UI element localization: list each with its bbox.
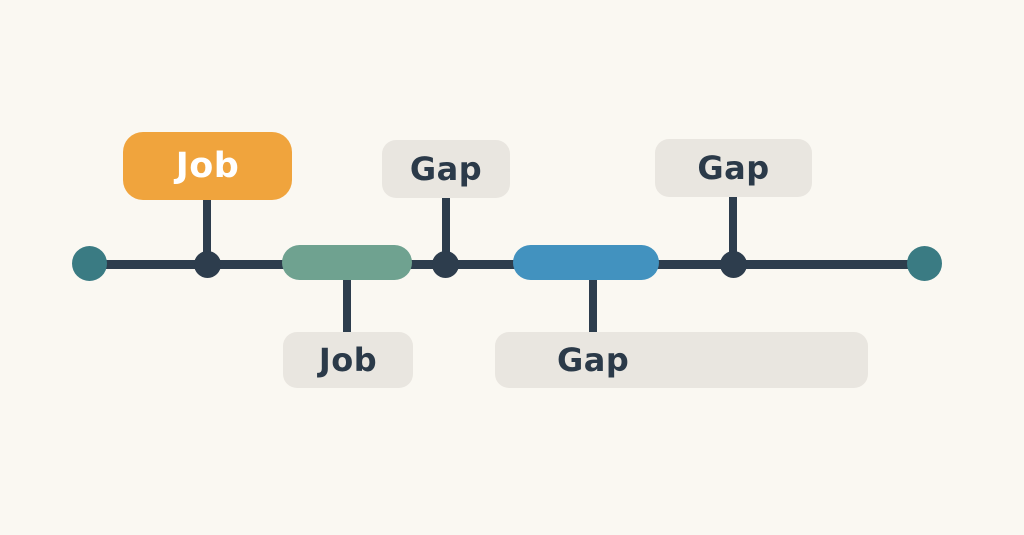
gap-segment-pill	[513, 245, 659, 280]
connector-gap-right	[729, 191, 737, 264]
job-label-top: Job	[123, 132, 292, 200]
connector-job-top	[203, 190, 211, 264]
junction-dot-2	[432, 251, 459, 278]
connector-gap-mid	[442, 192, 450, 264]
gap-label-top-right: Gap	[655, 139, 812, 197]
junction-dot-1	[194, 251, 221, 278]
connector-gap-wide	[589, 273, 597, 336]
gap-label-bottom-wide: Gap	[495, 332, 868, 388]
job-segment-pill	[282, 245, 412, 280]
timeline-start-endpoint-icon	[72, 246, 107, 281]
connector-job-bottom	[343, 272, 351, 336]
job-label-bottom: Job	[283, 332, 413, 388]
gap-label-top-right-text: Gap	[697, 149, 770, 187]
junction-dot-3	[720, 251, 747, 278]
timeline-line	[90, 260, 925, 269]
job-label-bottom-text: Job	[318, 341, 378, 379]
gap-label-top-mid: Gap	[382, 140, 510, 198]
gap-label-top-mid-text: Gap	[409, 150, 483, 188]
gap-label-bottom-wide-text: Gap	[557, 341, 630, 379]
timeline-end-endpoint-icon	[907, 246, 942, 281]
job-label-top-text: Job	[175, 146, 240, 186]
